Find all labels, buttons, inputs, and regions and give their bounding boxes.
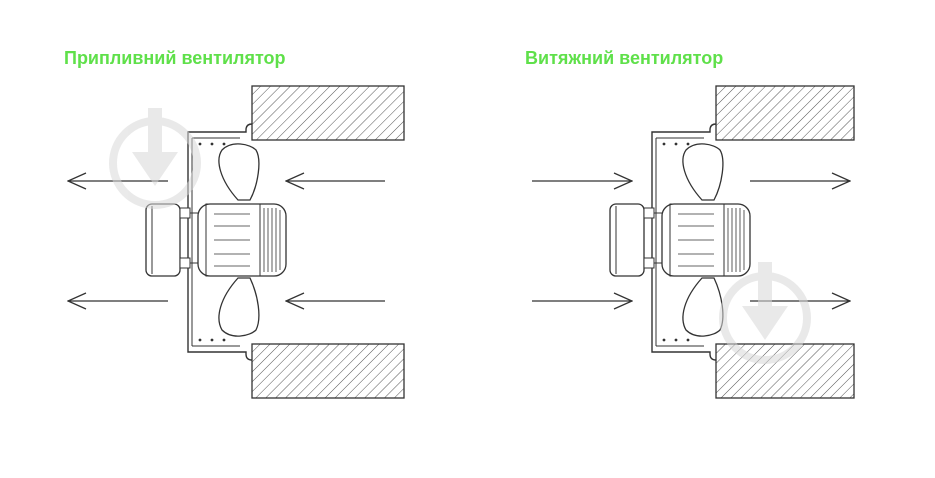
wall-top — [251, 85, 405, 141]
watermark-logo — [719, 262, 811, 364]
watermark-logo — [109, 108, 201, 209]
motor-housing — [609, 203, 645, 277]
exhaust-fan-diagram — [532, 85, 855, 399]
mounting-plate — [187, 123, 253, 361]
exhaust-fan-title: Витяжний вентилятор — [525, 48, 724, 68]
motor-housing — [145, 203, 181, 277]
wall-top — [715, 85, 855, 141]
fan-blade-bottom — [218, 277, 260, 337]
plate-dots — [662, 142, 690, 342]
wall-bottom — [251, 343, 405, 399]
mounting-plate — [651, 123, 717, 361]
fan-blade-top — [682, 143, 724, 201]
supply-fan-title: Припливний вентилятор — [64, 48, 286, 68]
supply-fan-diagram — [68, 85, 405, 399]
plate-dots — [198, 142, 226, 342]
fan-blade-top — [218, 143, 260, 201]
fan-blade-bottom — [682, 277, 724, 337]
